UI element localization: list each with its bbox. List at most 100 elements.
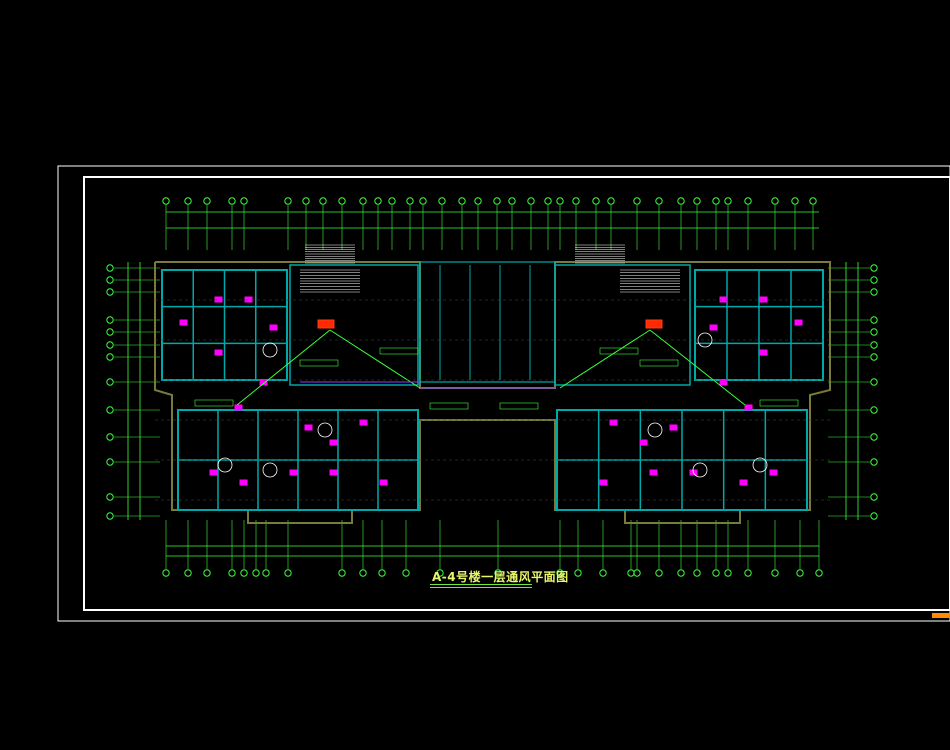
axis-bubble-top-icon: [655, 197, 663, 205]
leader-line: [649, 329, 746, 406]
annotation-text-block: [194, 399, 234, 407]
axis-bubble-right-icon: [870, 353, 878, 361]
sanitary-fixture-icon: [209, 469, 218, 476]
annotation-text-block: [499, 402, 539, 410]
exhaust-fan-icon: [317, 319, 335, 329]
sheet-inner-frame: [83, 176, 950, 611]
table-fixture-icon: [217, 457, 233, 473]
axis-bubble-top-icon: [302, 197, 310, 205]
axis-bubble-bottom-icon: [378, 569, 386, 577]
table-fixture-icon: [752, 457, 768, 473]
axis-bubble-right-icon: [870, 328, 878, 336]
axis-bubble-bottom-icon: [359, 569, 367, 577]
axis-bubble-bottom-icon: [693, 569, 701, 577]
axis-bubble-top-icon: [508, 197, 516, 205]
table-fixture-icon: [262, 342, 278, 358]
axis-bubble-top-icon: [338, 197, 346, 205]
title-underline-secondary: [430, 587, 532, 588]
axis-bubble-right-icon: [870, 433, 878, 441]
axis-bubble-top-icon: [544, 197, 552, 205]
axis-bubble-bottom-icon: [815, 569, 823, 577]
axis-bubble-top-icon: [572, 197, 580, 205]
right-core: [554, 264, 691, 386]
axis-bubble-top-icon: [240, 197, 248, 205]
sanitary-fixture-icon: [739, 479, 748, 486]
axis-bubble-top-icon: [388, 197, 396, 205]
axis-bubble-left-icon: [106, 264, 114, 272]
axis-bubble-left-icon: [106, 316, 114, 324]
sanitary-fixture-icon: [599, 479, 608, 486]
sanitary-fixture-icon: [709, 324, 718, 331]
axis-bubble-left-icon: [106, 276, 114, 284]
axis-bubble-top-icon: [527, 197, 535, 205]
axis-bubble-bottom-icon: [677, 569, 685, 577]
axis-bubble-top-icon: [228, 197, 236, 205]
axis-bubble-top-icon: [458, 197, 466, 205]
sanitary-fixture-icon: [649, 469, 658, 476]
axis-bubble-top-icon: [724, 197, 732, 205]
axis-bubble-right-icon: [870, 264, 878, 272]
axis-bubble-top-icon: [374, 197, 382, 205]
sanitary-fixture-icon: [234, 404, 243, 411]
axis-bubble-bottom-icon: [655, 569, 663, 577]
table-fixture-icon: [262, 462, 278, 478]
axis-bubble-left-icon: [106, 288, 114, 296]
axis-bubble-bottom-icon: [599, 569, 607, 577]
sanitary-fixture-icon: [239, 479, 248, 486]
axis-bubble-bottom-icon: [284, 569, 292, 577]
sanitary-fixture-icon: [794, 319, 803, 326]
axis-bubble-left-icon: [106, 378, 114, 386]
axis-bubble-right-icon: [870, 316, 878, 324]
sanitary-fixture-icon: [289, 469, 298, 476]
axis-bubble-left-icon: [106, 406, 114, 414]
axis-bubble-top-icon: [162, 197, 170, 205]
axis-bubble-right-icon: [870, 458, 878, 466]
sanitary-fixture-icon: [609, 419, 618, 426]
axis-bubble-bottom-icon: [184, 569, 192, 577]
axis-bubble-bottom-icon: [796, 569, 804, 577]
annotation-text-block: [599, 347, 639, 355]
axis-bubble-bottom-icon: [203, 569, 211, 577]
sanitary-fixture-icon: [214, 349, 223, 356]
sanitary-fixture-icon: [669, 424, 678, 431]
axis-bubble-left-icon: [106, 512, 114, 520]
axis-bubble-right-icon: [870, 288, 878, 296]
axis-bubble-left-icon: [106, 458, 114, 466]
sanitary-fixture-icon: [329, 439, 338, 446]
sanitary-fixture-icon: [304, 424, 313, 431]
axis-bubble-bottom-icon: [771, 569, 779, 577]
axis-bubble-top-icon: [184, 197, 192, 205]
axis-bubble-bottom-icon: [724, 569, 732, 577]
axis-bubble-right-icon: [870, 341, 878, 349]
axis-bubble-bottom-icon: [252, 569, 260, 577]
axis-bubble-top-icon: [791, 197, 799, 205]
axis-bubble-bottom-icon: [338, 569, 346, 577]
axis-bubble-bottom-icon: [228, 569, 236, 577]
axis-bubble-left-icon: [106, 433, 114, 441]
axis-bubble-left-icon: [106, 341, 114, 349]
left-core: [289, 264, 419, 386]
axis-bubble-right-icon: [870, 512, 878, 520]
axis-bubble-top-icon: [438, 197, 446, 205]
axis-bubble-right-icon: [870, 378, 878, 386]
sanitary-fixture-icon: [769, 469, 778, 476]
leader-line: [329, 329, 421, 389]
axis-bubble-top-icon: [677, 197, 685, 205]
axis-bubble-bottom-icon: [556, 569, 564, 577]
axis-bubble-top-icon: [607, 197, 615, 205]
axis-bubble-bottom-icon: [744, 569, 752, 577]
axis-bubble-top-icon: [744, 197, 752, 205]
sanitary-fixture-icon: [759, 349, 768, 356]
sanitary-fixture-icon: [269, 324, 278, 331]
annotation-text-block: [429, 402, 469, 410]
axis-bubble-bottom-icon: [627, 569, 635, 577]
sanitary-fixture-icon: [744, 404, 753, 411]
floor-plan: [106, 197, 878, 577]
sheet-outer-frame: [57, 165, 950, 622]
axis-bubble-top-icon: [809, 197, 817, 205]
axis-bubble-top-icon: [359, 197, 367, 205]
annotation-text-block: [759, 399, 799, 407]
axis-bubble-top-icon: [284, 197, 292, 205]
sanitary-fixture-icon: [244, 296, 253, 303]
